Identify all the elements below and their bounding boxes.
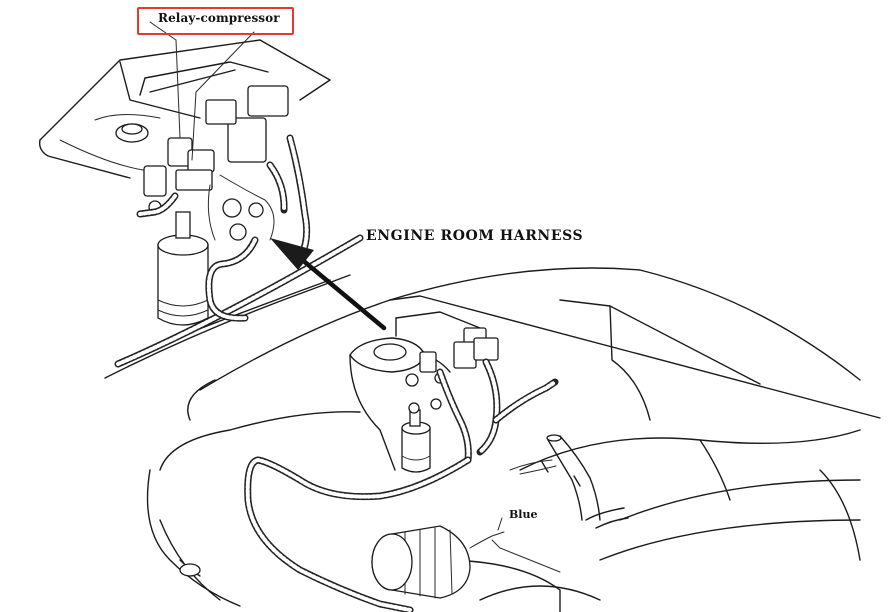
relay-highlight-box (137, 7, 294, 35)
main-car-body (146, 267, 881, 612)
compressor (371, 525, 471, 599)
inset-engine-bay (38, 21, 364, 379)
pointer-arrow (270, 238, 387, 331)
blue-wire-label: Blue (509, 508, 538, 521)
engine-room-harness-label: ENGINE ROOM HARNESS (366, 228, 584, 244)
relay-compressor-label: Relay-compressor (158, 11, 280, 25)
